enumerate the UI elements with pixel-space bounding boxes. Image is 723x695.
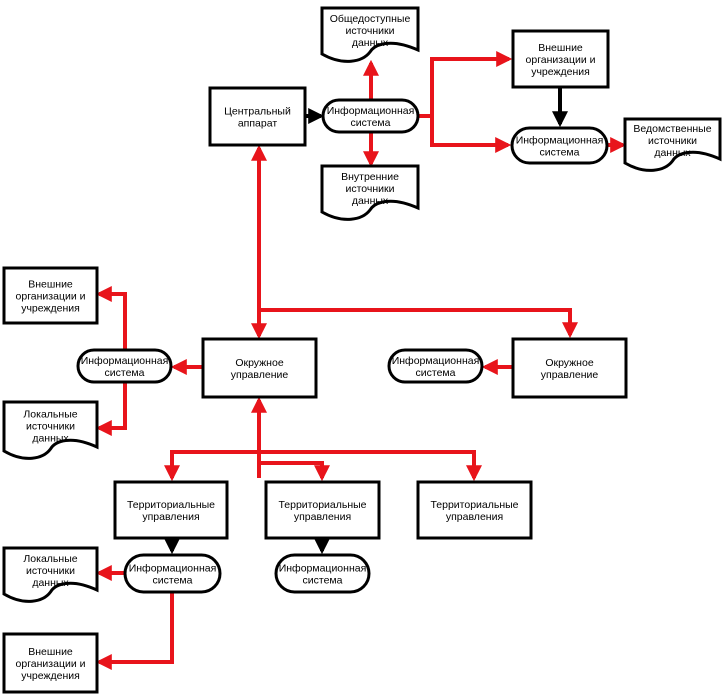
terr-1-shape — [113, 480, 229, 540]
district-left-shape — [201, 337, 318, 399]
central-shape — [208, 86, 307, 147]
ext-org-left-shape — [2, 266, 99, 325]
is-left-to-local-connector — [95, 382, 127, 436]
terr-3-shape — [416, 480, 533, 540]
terr-2-shape — [264, 480, 381, 540]
district-right-shape — [511, 337, 628, 399]
is-right-district-shape — [387, 348, 484, 384]
is-terr-1-shape — [123, 553, 222, 594]
to-terr-1-connector — [164, 450, 259, 482]
is-left-to-ext-org-connector — [95, 286, 127, 350]
to-terr-2-connector — [259, 461, 330, 482]
ext-org-top-shape — [511, 29, 610, 89]
is-top-to-is-right-connector — [430, 116, 512, 153]
to-terr-3-connector — [259, 450, 482, 482]
dept-sources-shape — [623, 117, 722, 172]
is-terr-2-shape — [274, 553, 371, 594]
is-left-shape — [76, 348, 173, 384]
is-top-shape — [321, 98, 420, 134]
internal-sources-shape — [320, 164, 420, 221]
is-terr-to-ext-org-connector — [95, 592, 174, 670]
to-district-right-connector — [259, 308, 578, 339]
local-sources-left-shape — [2, 400, 99, 460]
public-sources-shape — [320, 6, 420, 63]
local-sources-bottom-shape — [2, 546, 99, 603]
is-right-top-shape — [510, 126, 609, 165]
ext-org-bottom-shape — [2, 632, 99, 694]
is-top-to-ext-org-connector — [418, 51, 513, 118]
